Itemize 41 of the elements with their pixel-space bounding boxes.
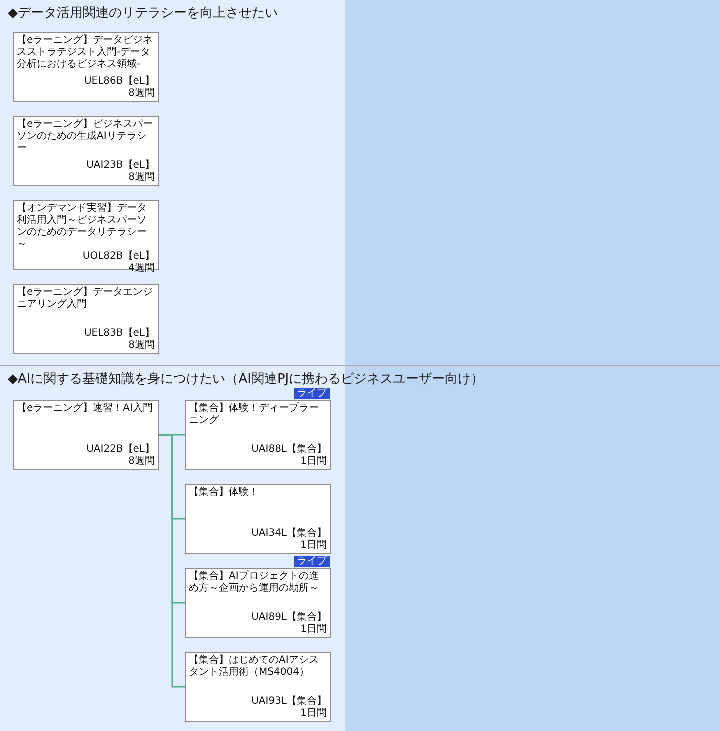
course-title: 【集合】体験！ディープラーニング	[189, 403, 320, 428]
course-duration: 8週間	[128, 456, 155, 468]
course-card	[13, 284, 159, 354]
course-card	[185, 652, 331, 722]
course-code: UEL83B【eL】	[84, 328, 155, 340]
course-duration: 1日間	[300, 708, 327, 720]
course-code: UAI23B【eL】	[86, 160, 155, 172]
course-card	[185, 400, 331, 470]
course-title: 【集合】体験！	[189, 487, 259, 500]
course-title: 【eラーニング】データエンジニアリング入門	[17, 287, 154, 312]
course-duration: 1日間	[300, 540, 327, 552]
course-code: UOL82B【eL】	[82, 251, 155, 263]
course-card	[185, 484, 331, 554]
course-duration: 1日間	[300, 624, 327, 636]
course-code: UAI88L【集合】	[252, 444, 327, 456]
course-code: UAI89L【集合】	[252, 612, 327, 624]
course-title: 【オンデマンド実習】データ利活用入門～ビジネスパーソンのためのデータリテラシー～	[17, 203, 148, 250]
course-code: UAI93L【集合】	[252, 696, 327, 708]
course-title: 【eラーニング】速習！AI入門	[17, 403, 153, 416]
course-title: 【集合】AIプロジェクトの進め方～企画から運用の勘所～	[189, 571, 320, 596]
course-duration: 8週間	[128, 172, 155, 184]
course-code: UEL86B【eL】	[84, 76, 155, 88]
course-title: 【eラーニング】データビジネスストラテジスト入門-データ分析におけるビジネス領域-	[17, 35, 154, 72]
section-band	[0, 0, 720, 366]
connector-line	[159, 434, 185, 688]
live-badge: ライブ	[294, 388, 330, 399]
course-card	[13, 116, 159, 186]
live-badge: ライブ	[294, 556, 330, 567]
course-duration: 1日間	[300, 456, 327, 468]
course-code: UAI22B【eL】	[86, 444, 155, 456]
course-duration: 4週間	[128, 263, 155, 275]
section-title: ◆AIに関する基礎知識を身につけたい（AI関連PJに携わるビジネスユーザー向け）	[8, 372, 484, 388]
course-duration: 8週間	[128, 340, 155, 352]
course-title: 【集合】はじめてのAIアシスタント活用術（MS4004）	[189, 655, 320, 680]
course-card	[185, 568, 331, 638]
course-card	[13, 400, 159, 470]
course-card	[13, 32, 159, 102]
course-code: UAI34L【集合】	[252, 528, 327, 540]
section-title: ◆データ活用関連のリテラシーを向上させたい	[8, 6, 278, 22]
course-duration: 8週間	[128, 88, 155, 100]
course-title: 【eラーニング】ビジネスパーソンのための生成AIリテラシー	[17, 119, 154, 156]
